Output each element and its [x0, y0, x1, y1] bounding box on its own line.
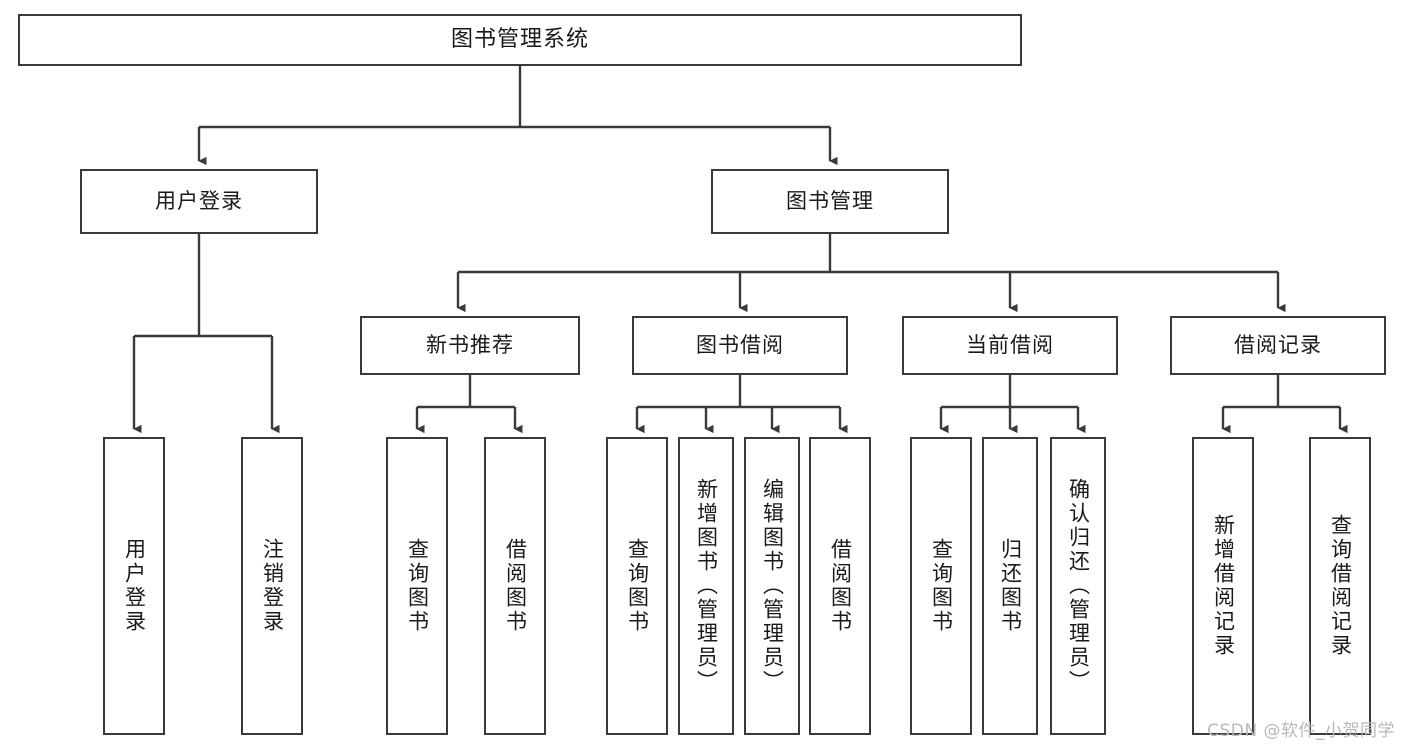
node-book-borrow[interactable]: 图书借阅	[632, 316, 848, 375]
node-leaf-record-add-record[interactable]: 新增借阅记录	[1192, 437, 1254, 735]
node-leaf-recommend-query-book[interactable]: 查询图书	[386, 437, 448, 735]
node-leaf-user-login[interactable]: 用户登录	[103, 437, 165, 735]
node-current-borrow[interactable]: 当前借阅	[902, 316, 1118, 375]
node-label: 用户登录	[122, 538, 147, 634]
node-label: 借阅记录	[1234, 332, 1322, 357]
node-label: 图书借阅	[696, 332, 784, 357]
node-leaf-current-query-book[interactable]: 查询图书	[910, 437, 972, 735]
node-label: 查询借阅记录	[1328, 514, 1353, 658]
node-leaf-borrow-borrow-book[interactable]: 借阅图书	[809, 437, 871, 735]
node-label: 查询图书	[405, 538, 430, 634]
node-leaf-borrow-add-book[interactable]: 新增图书（管理员）	[678, 437, 734, 735]
node-book-management[interactable]: 图书管理	[711, 169, 949, 234]
watermark-text: CSDN @软件_小贺同学	[1207, 721, 1395, 741]
node-label: 当前借阅	[966, 332, 1054, 357]
node-label: 图书管理系统	[450, 26, 589, 52]
node-user-login[interactable]: 用户登录	[80, 169, 318, 234]
node-new-book-recommend[interactable]: 新书推荐	[360, 316, 580, 375]
node-leaf-recommend-borrow-book[interactable]: 借阅图书	[484, 437, 546, 735]
node-label: 图书管理	[786, 188, 874, 213]
node-leaf-borrow-edit-book[interactable]: 编辑图书（管理员）	[744, 437, 800, 735]
node-label: 注销登录	[260, 538, 285, 634]
node-leaf-current-confirm-return[interactable]: 确认归还（管理员）	[1050, 437, 1106, 735]
node-label: 查询图书	[625, 538, 650, 634]
node-label: 用户登录	[155, 188, 243, 213]
node-leaf-record-query-record[interactable]: 查询借阅记录	[1309, 437, 1371, 735]
node-label: 归还图书	[998, 538, 1023, 634]
node-borrow-record[interactable]: 借阅记录	[1170, 316, 1386, 375]
node-leaf-logout[interactable]: 注销登录	[241, 437, 303, 735]
node-label: 新书推荐	[426, 332, 514, 357]
node-label: 借阅图书	[503, 538, 528, 634]
node-label: 新增图书（管理员）	[694, 478, 719, 694]
node-label: 确认归还（管理员）	[1066, 478, 1091, 694]
node-label: 借阅图书	[828, 538, 853, 634]
node-label: 查询图书	[929, 538, 954, 634]
node-root-system[interactable]: 图书管理系统	[18, 14, 1022, 66]
node-leaf-borrow-query-book[interactable]: 查询图书	[606, 437, 668, 735]
node-label: 新增借阅记录	[1211, 514, 1236, 658]
node-leaf-current-return-book[interactable]: 归还图书	[982, 437, 1038, 735]
node-label: 编辑图书（管理员）	[760, 478, 785, 694]
